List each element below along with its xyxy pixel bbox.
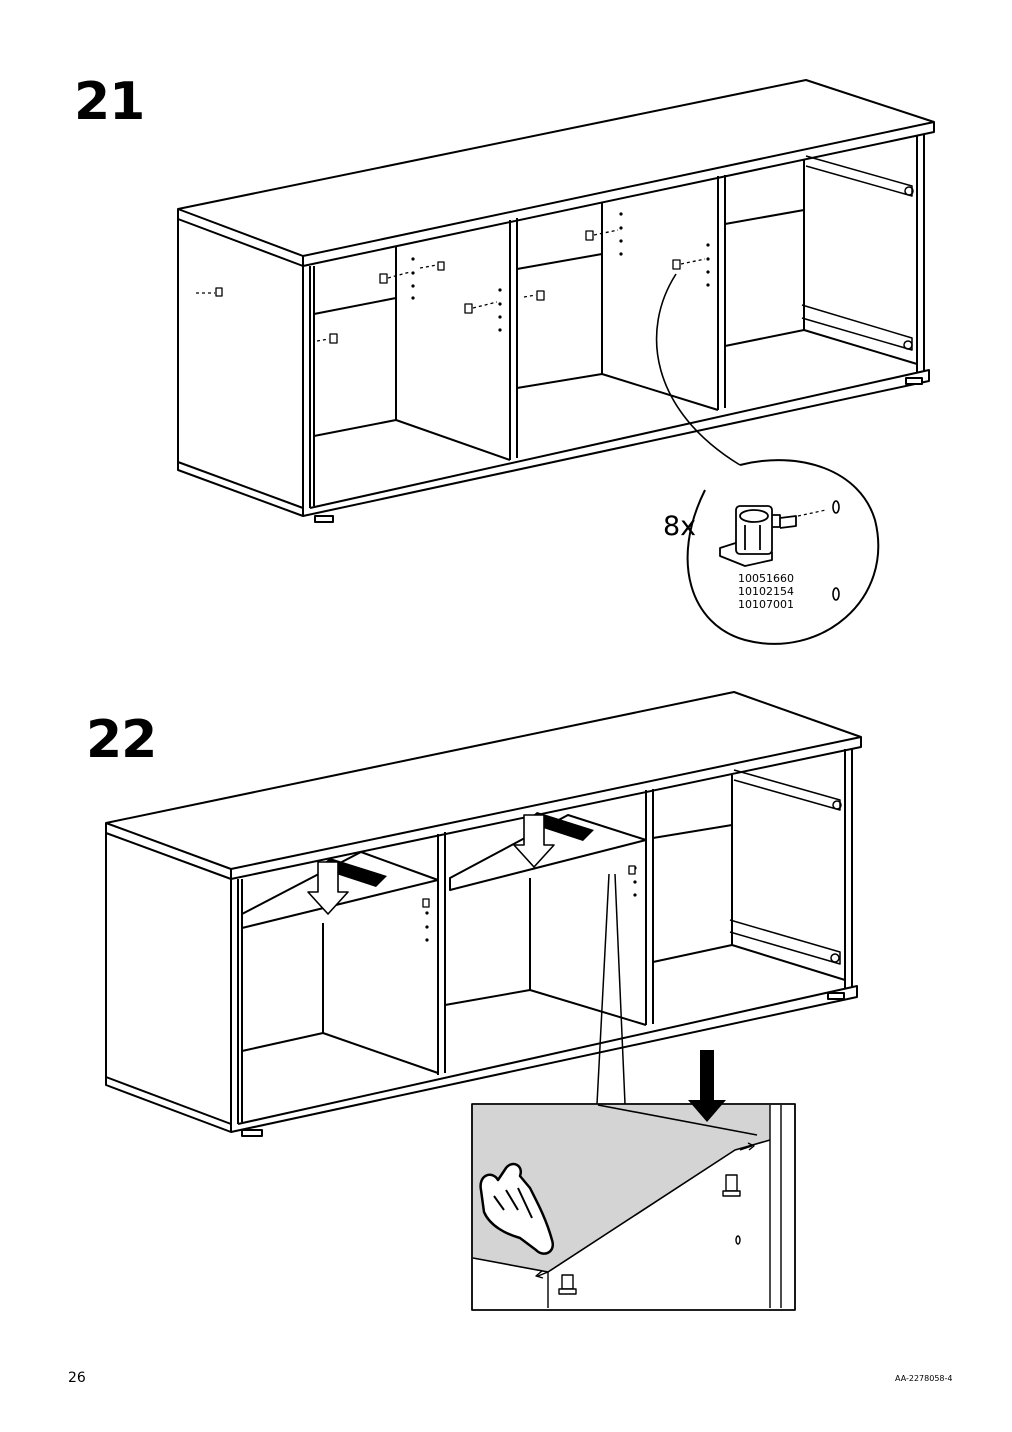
part-number: 10107001 (738, 598, 794, 611)
down-arrow-icon (688, 1050, 726, 1122)
part-number: 10102154 (738, 585, 794, 598)
pointing-hand-icon (479, 1162, 555, 1255)
step-number: 21 (74, 72, 145, 132)
step-21-detail-callout (655, 273, 880, 645)
step-number: 22 (86, 710, 157, 770)
step-21-cabinet (177, 79, 935, 523)
shelf-support-pin-icon (719, 505, 827, 567)
page-number: 26 (68, 1370, 86, 1386)
shelf-support-pin-icon (422, 865, 636, 908)
part-number-list: 10051660 10102154 10107001 (738, 572, 794, 611)
part-quantity: 8x (663, 511, 697, 542)
step-22-cabinet (105, 691, 862, 1137)
step-21-holes (411, 212, 710, 332)
document-id: AA-2278058-4 (895, 1374, 953, 1383)
part-number: 10051660 (738, 572, 794, 585)
shelf-support-pin-icon (558, 1174, 741, 1295)
shelf-support-pin-icon (196, 229, 706, 344)
step-22-detail-box (471, 873, 796, 1311)
